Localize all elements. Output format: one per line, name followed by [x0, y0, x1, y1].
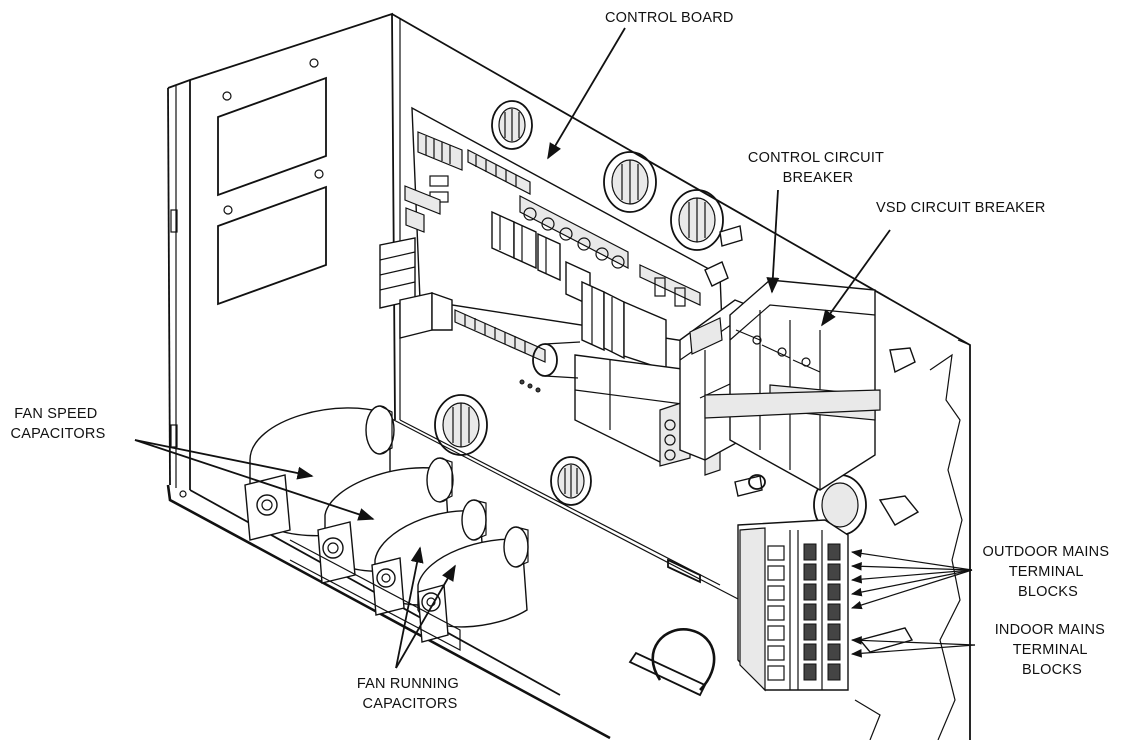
floor-front-edge — [166, 484, 611, 740]
board-screw-terminals — [519, 195, 629, 269]
callout-labels: CONTROL BOARD CONTROL CIRCUIT BREAKER VS… — [11, 10, 1114, 712]
leader-fan-running-2 — [395, 564, 456, 669]
circuit-breakers — [679, 279, 920, 526]
left-side-panel — [167, 12, 396, 421]
label-control-board: CONTROL BOARD — [605, 10, 734, 26]
grommet — [434, 394, 488, 456]
vsd-circuit-breaker — [729, 279, 876, 491]
leader-fan-running-1 — [395, 546, 424, 669]
grommet — [491, 100, 533, 150]
board-relays — [491, 210, 667, 371]
cable-tie — [651, 628, 716, 691]
left-panel-label-plate-top — [217, 76, 327, 197]
enclosure — [166, 12, 971, 741]
leader-fan-speed-1 — [134, 439, 314, 480]
leader-control-board — [547, 27, 626, 160]
control-board — [379, 106, 729, 393]
terminal-block-rows — [767, 530, 841, 690]
label-fan-running-capacitors: FAN RUNNING CAPACITORS — [357, 676, 463, 712]
label-outdoor-mains-terminal-blocks: OUTDOOR MAINS TERMINAL BLOCKS — [983, 544, 1114, 600]
terminal-blocks — [737, 519, 914, 692]
leader-lines — [134, 27, 976, 669]
leader-vsd-circuit-breaker — [821, 229, 891, 327]
label-vsd-circuit-breaker: VSD CIRCUIT BREAKER — [876, 200, 1046, 216]
label-fan-speed-capacitors: FAN SPEED CAPACITORS — [11, 406, 106, 442]
leader-control-circuit-breaker — [766, 189, 780, 294]
grommet — [603, 151, 657, 213]
capacitors — [244, 405, 529, 651]
label-indoor-mains-terminal-blocks: INDOOR MAINS TERMINAL BLOCKS — [995, 622, 1110, 678]
grommet — [550, 456, 592, 506]
fan-running-capacitor — [417, 526, 529, 643]
left-panel-label-plate-bottom — [217, 185, 327, 306]
leader-fan-speed-2 — [134, 439, 375, 521]
din-rail — [704, 389, 881, 419]
cable-grommets — [434, 100, 867, 697]
grommet — [670, 189, 724, 251]
label-control-circuit-breaker: CONTROL CIRCUIT BREAKER — [748, 150, 888, 186]
